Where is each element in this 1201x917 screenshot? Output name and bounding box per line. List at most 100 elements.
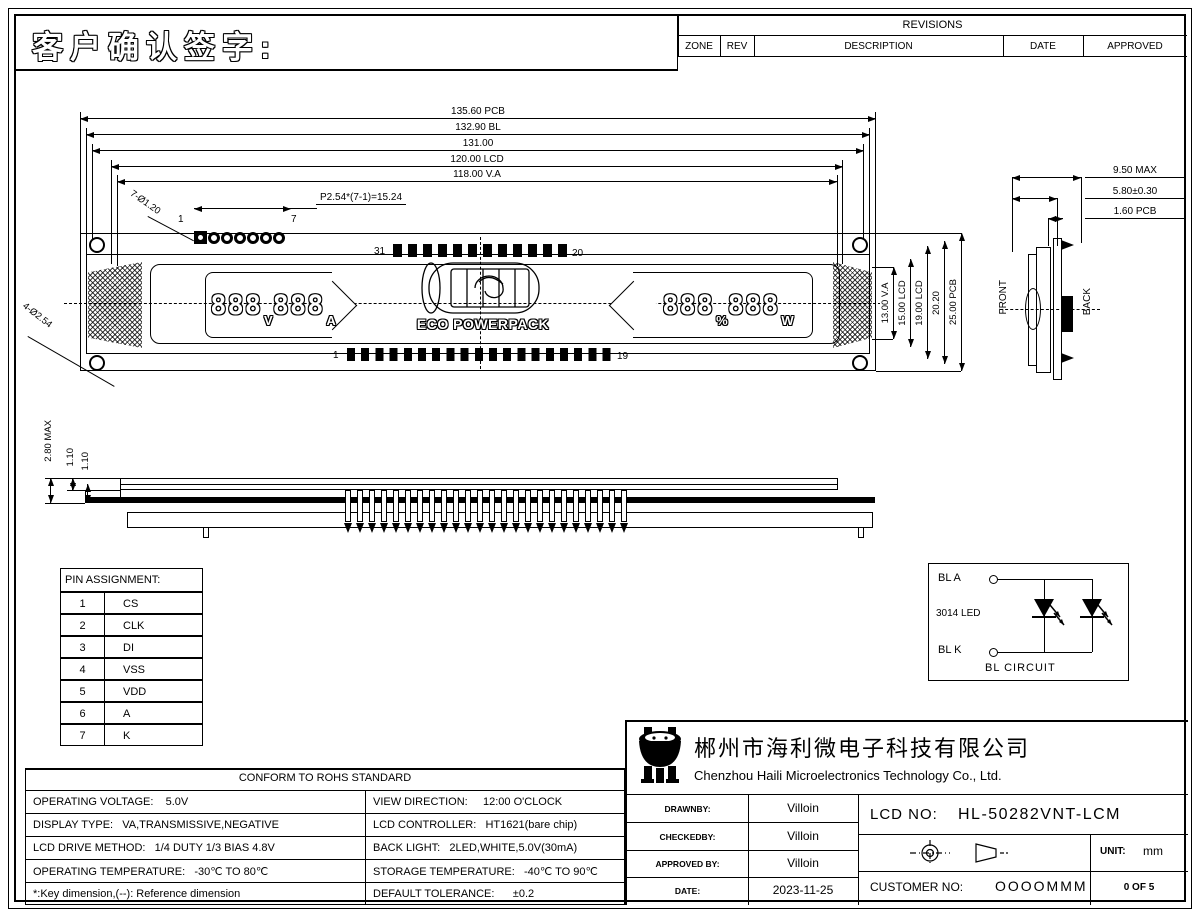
projection-symbol-icon bbox=[910, 840, 1008, 866]
display-right-unit-watt: W bbox=[781, 313, 794, 328]
pin-row-2-name: CLK bbox=[104, 614, 203, 636]
side-dim-580: 5.80±0.30 bbox=[1085, 186, 1185, 199]
spec-storage-temp: STORAGE TEMPERATURE: -40℃ TO 90℃ bbox=[373, 866, 598, 878]
pin-row-6-name: A bbox=[104, 702, 203, 724]
checked-by-value: Villoin bbox=[787, 829, 819, 843]
customer-no-label: CUSTOMER NO: bbox=[870, 880, 964, 894]
eco-powerpack-label: ECO POWERPACK bbox=[416, 316, 550, 332]
dim-bl-width: 132.90 BL bbox=[86, 122, 870, 138]
side-pin-top bbox=[1061, 240, 1074, 250]
side-dim-160: 1.60 PCB bbox=[1085, 206, 1185, 219]
bl-anode-terminal bbox=[989, 575, 998, 584]
hatch-right bbox=[833, 262, 872, 348]
spec-header: CONFORM TO ROHS STANDARD bbox=[238, 772, 412, 784]
profile-dim-280-label: 2.80 MAX bbox=[43, 420, 54, 462]
lcd-no-label: LCD NO: bbox=[870, 806, 938, 823]
eco-battery-icon bbox=[421, 262, 540, 314]
pin-last-label: 7 bbox=[291, 214, 297, 225]
bl-cathode-label: BL K bbox=[938, 644, 962, 656]
customer-no-value: OOOOMMM bbox=[995, 878, 1088, 894]
pin-pitch-label: P2.54*(7-1)=15.24 bbox=[316, 192, 407, 205]
revisions-col-zone: ZONE bbox=[685, 41, 713, 52]
display-right-digits-1: 888 bbox=[662, 289, 715, 321]
dim-2020: 20.20 bbox=[931, 241, 948, 364]
pad-bottom-first-label: 1 bbox=[333, 350, 339, 361]
bl-led-type-label: 3014 LED bbox=[936, 608, 981, 619]
zebra-pads-bottom bbox=[347, 348, 611, 361]
bl-circuit-caption: BL CIRCUIT bbox=[985, 662, 1056, 674]
profile-foot-left bbox=[203, 527, 209, 538]
bl-cathode-terminal bbox=[989, 648, 998, 657]
revisions-title: REVISIONS bbox=[902, 19, 963, 31]
profile-dim-110a bbox=[70, 478, 76, 491]
pin-row-1-name: CS bbox=[104, 592, 203, 614]
mount-hole-tr bbox=[852, 237, 868, 253]
display-left-unit-volt: V bbox=[263, 313, 273, 328]
profile-dim-280 bbox=[48, 478, 54, 503]
side-component bbox=[1062, 296, 1073, 332]
unit-label: UNIT: bbox=[1100, 846, 1126, 857]
spec-key-dimension-note: *:Key dimension,(--): Reference dimensio… bbox=[33, 888, 241, 900]
checked-by-label: CHECKEDBY: bbox=[659, 832, 716, 842]
pin-table-title: PIN ASSIGNMENT: bbox=[65, 574, 161, 586]
hatch-left bbox=[88, 262, 142, 348]
lcd-no-value: HL-50282VNT-LCM bbox=[958, 806, 1121, 823]
dim-pcb-width: 135.60 PCB bbox=[80, 106, 876, 122]
pin-row-6-num: 6 bbox=[60, 702, 105, 724]
pin-row-3-name: DI bbox=[104, 636, 203, 658]
drawn-by-value: Villoin bbox=[787, 801, 819, 815]
dim-lcd-height-15: 15.00 LCD bbox=[897, 259, 914, 347]
dim-va-width: 118.00 V.A bbox=[117, 169, 837, 185]
dim-va-height: 13.00 V.A bbox=[880, 267, 897, 339]
display-left-digits-1: 888 bbox=[210, 289, 262, 321]
spec-display-type: DISPLAY TYPE: VA,TRANSMISSIVE,NEGATIVE bbox=[33, 819, 279, 831]
led-icon bbox=[1080, 599, 1113, 626]
profile-dim-110b bbox=[85, 484, 91, 503]
spec-lcd-controller: LCD CONTROLLER: HT1621(bare chip) bbox=[373, 819, 578, 831]
company-logo-icon bbox=[639, 727, 681, 783]
pin-row-3-num: 3 bbox=[60, 636, 105, 658]
pcb-outline bbox=[80, 233, 876, 371]
profile-connector-pins bbox=[345, 490, 627, 522]
company-name-en: Chenzhou Haili Microelectronics Technolo… bbox=[694, 768, 1002, 783]
inner-border bbox=[14, 14, 1186, 902]
outer-border bbox=[8, 8, 1192, 909]
display-left-unit-amp: A bbox=[326, 313, 336, 328]
pin-row-7-num: 7 bbox=[60, 724, 105, 746]
pin-row-4-num: 4 bbox=[60, 658, 105, 680]
unit-value: mm bbox=[1143, 844, 1163, 858]
approved-by-value: Villoin bbox=[787, 856, 819, 870]
pin-row-4-name: VSS bbox=[104, 658, 203, 680]
pin-row-5-name: VDD bbox=[104, 680, 203, 702]
profile-foot-right bbox=[858, 527, 864, 538]
spec-operating-voltage: OPERATING VOLTAGE: 5.0V bbox=[33, 796, 189, 808]
pad-bottom-last-label: 19 bbox=[617, 351, 629, 362]
customer-sign-box bbox=[15, 15, 678, 71]
bl-anode-label: BL A bbox=[938, 572, 961, 584]
display-left-outline bbox=[205, 272, 332, 338]
revisions-col-approved: APPROVED bbox=[1107, 41, 1163, 52]
profile-dim-110b-label: 1.10 bbox=[80, 452, 91, 471]
pad-top-last-label: 20 bbox=[572, 248, 584, 259]
revisions-col-rev: REV bbox=[726, 41, 748, 52]
side-front-label: FRONT bbox=[998, 280, 1009, 315]
dim-pcb-height: 25.00 PCB bbox=[948, 233, 965, 371]
side-pin-bottom bbox=[1061, 353, 1074, 363]
dim-131: 131.00 bbox=[92, 138, 864, 154]
side-back-label: BACK bbox=[1082, 288, 1093, 316]
led-icon bbox=[1032, 599, 1065, 626]
drawn-by-label: DRAWNBY: bbox=[664, 804, 711, 814]
spec-drive-method: LCD DRIVE METHOD: 1/4 DUTY 1/3 BIAS 4.8V bbox=[33, 842, 275, 854]
display-right-digits-2: 888 bbox=[727, 289, 780, 321]
display-right-unit-percent: % bbox=[716, 313, 728, 328]
mount-hole-br bbox=[852, 355, 868, 371]
dim-lcd-height-19: 19.00 LCD bbox=[914, 246, 931, 359]
display-left-digits-2: 888 bbox=[272, 289, 325, 321]
mount-hole-bl bbox=[89, 355, 105, 371]
page-number: 0 OF 5 bbox=[1123, 882, 1155, 893]
pin-hole-1 bbox=[194, 231, 207, 244]
date-label: DATE: bbox=[674, 886, 701, 896]
